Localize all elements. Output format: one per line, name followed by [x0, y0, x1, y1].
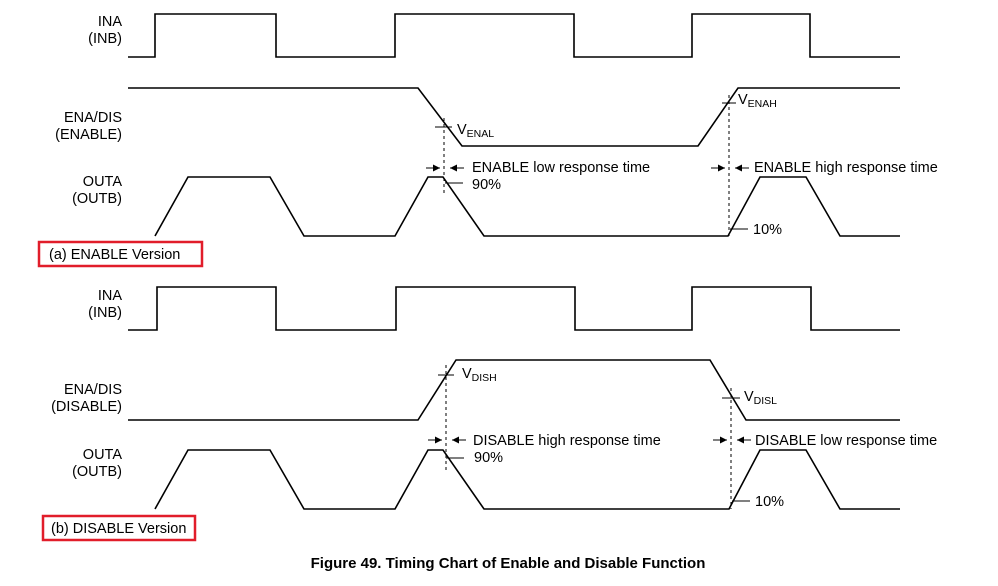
panel-a-en-label-1: ENA/DIS: [64, 110, 122, 126]
panel-a-output-waveform: [154, 176, 900, 237]
panel-a-out-label-1: OUTA: [83, 174, 123, 190]
panel-a-in-label-1: INA: [98, 14, 123, 30]
panel-b-version-box: [41, 514, 197, 542]
panel-b-en-label-2: (DISABLE): [51, 399, 122, 415]
panel-b-response-high-label: DISABLE high response time: [473, 433, 661, 449]
panel-b-response-low-label: DISABLE low response time: [755, 433, 937, 449]
panel-b-en-label-1: ENA/DIS: [64, 382, 122, 398]
panel-b-input-waveform: [128, 286, 900, 331]
panel-b-10-label: 10%: [755, 494, 784, 510]
panel-a-version-box: [37, 240, 204, 268]
panel-a-out-label-2: (OUTB): [72, 191, 122, 207]
panel-a-in-label-2: (INB): [88, 31, 122, 47]
panel-b-vdisl-label: VDISL: [744, 389, 777, 407]
panel-b-disable-waveform: [128, 359, 900, 421]
panel-b-vdish-label: VDISH: [462, 366, 497, 384]
panel-a-version-label: (a) ENABLE Version: [49, 247, 180, 263]
panel-b-90-label: 90%: [474, 450, 503, 466]
panel-a-en-label-2: (ENABLE): [55, 127, 122, 143]
panel-b-output-waveform: [154, 449, 900, 510]
panel-b-out-label-2: (OUTB): [72, 464, 122, 480]
panel-a-10-label: 10%: [753, 222, 782, 238]
panel-b-version-label: (b) DISABLE Version: [51, 521, 186, 537]
panel-a-90-label: 90%: [472, 177, 501, 193]
panel-a-input-waveform: [128, 13, 900, 58]
panel-b-in-label-2: (INB): [88, 305, 122, 321]
panel-b: INA (INB) ENA/DIS (DISABLE) OUTA (OUTB) …: [41, 286, 937, 542]
panel-a-venal-label: VENAL: [457, 122, 494, 140]
panel-a-enable-waveform: [128, 87, 900, 147]
panel-a-venah-label: VENAH: [738, 92, 777, 110]
panel-a-response-low-label: ENABLE low response time: [472, 160, 650, 176]
figure-caption: Figure 49. Timing Chart of Enable and Di…: [311, 555, 706, 572]
panel-b-out-label-1: OUTA: [83, 447, 123, 463]
panel-a-response-high-label: ENABLE high response time: [754, 160, 938, 176]
panel-a: INA (INB) ENA/DIS (ENABLE) OUTA (OUTB) V…: [37, 13, 938, 268]
panel-b-in-label-1: INA: [98, 288, 123, 304]
